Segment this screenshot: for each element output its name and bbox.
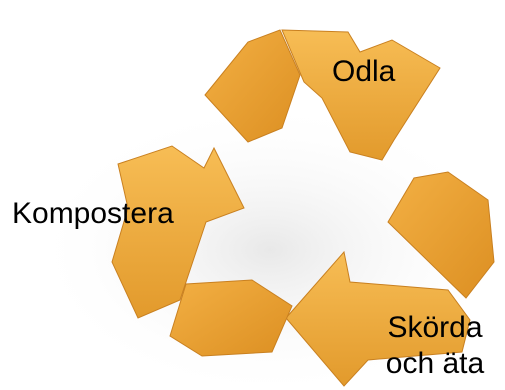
arrow-right-tail: [387, 171, 495, 299]
label-skorda-och-ata: Skörda och äta: [370, 310, 500, 382]
arrow-top-tail: [204, 29, 301, 143]
arrow-bottom-tail: [169, 279, 293, 357]
arrow-top: [281, 29, 441, 161]
label-odla: Odla: [332, 55, 396, 88]
label-skorda-line2: och äta: [385, 347, 485, 380]
label-skorda-line1: Skörda: [387, 311, 483, 344]
arrow-bottom-right: [285, 250, 471, 387]
label-kompostera: Kompostera: [12, 197, 174, 230]
arrow-left: [111, 145, 245, 319]
